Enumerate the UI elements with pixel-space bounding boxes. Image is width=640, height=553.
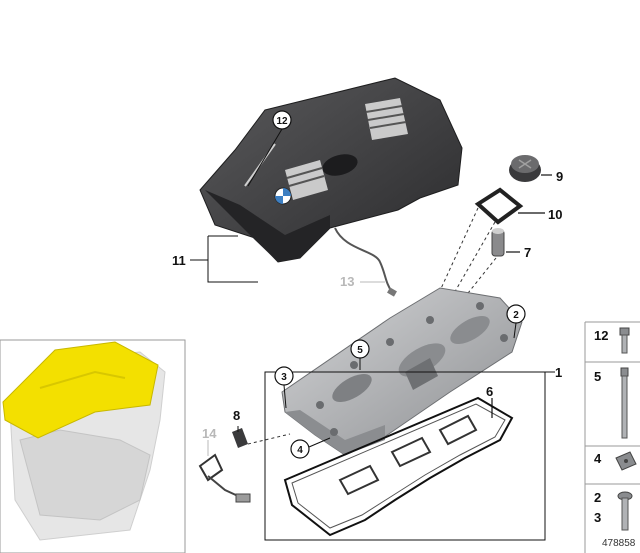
label-part-13: 13 [340, 274, 354, 289]
svg-text:12: 12 [276, 116, 288, 127]
highlighted-cover-thumbnail [2, 341, 159, 439]
clip-nut-icon [615, 451, 637, 471]
group-11-bracket [207, 236, 258, 283]
label-part-6: 6 [486, 384, 493, 399]
svg-text:5: 5 [357, 345, 363, 356]
callout-2: 2 [506, 304, 526, 339]
sensor-cable [334, 227, 393, 293]
screw-icon [617, 491, 633, 531]
label-part-14: 14 [202, 426, 217, 441]
label-part-8: 8 [233, 408, 240, 423]
label-part-1: 1 [555, 365, 562, 380]
oil-filler-cap [509, 155, 552, 182]
svg-text:3: 3 [281, 372, 287, 383]
bolt-icon [619, 327, 630, 354]
legend-label-4: 4 [594, 451, 602, 466]
group-1-frame [264, 371, 546, 541]
callout-12: 12 [247, 110, 292, 187]
svg-text:2: 2 [513, 310, 519, 321]
bracket-and-harness [198, 426, 291, 503]
legend-label-3: 3 [594, 510, 601, 525]
label-part-10: 10 [548, 207, 562, 222]
engine-cover [199, 77, 463, 263]
legend-label-12: 12 [594, 328, 608, 343]
legend-label-5: 5 [594, 369, 601, 384]
callout-5: 5 [350, 339, 370, 370]
stud-bolt-icon [620, 367, 629, 439]
label-part-7: 7 [524, 245, 531, 260]
cover-rib-vents [365, 98, 408, 140]
callout-3: 3 [274, 366, 294, 409]
sleeve [491, 228, 520, 257]
callout-4: 4 [290, 437, 331, 459]
gasket-set [283, 396, 514, 537]
filler-neck-seal [474, 187, 545, 225]
small-parts-legend: 12 5 4 2 3 [584, 321, 640, 553]
legend-label-2: 2 [594, 490, 601, 505]
label-part-11: 11 [172, 253, 186, 268]
engine-lower-body [19, 429, 151, 521]
label-part-9: 9 [556, 169, 563, 184]
engine-overview-thumbnail [0, 339, 186, 553]
document-number: 478858 [602, 538, 636, 549]
svg-text:4: 4 [297, 445, 303, 456]
